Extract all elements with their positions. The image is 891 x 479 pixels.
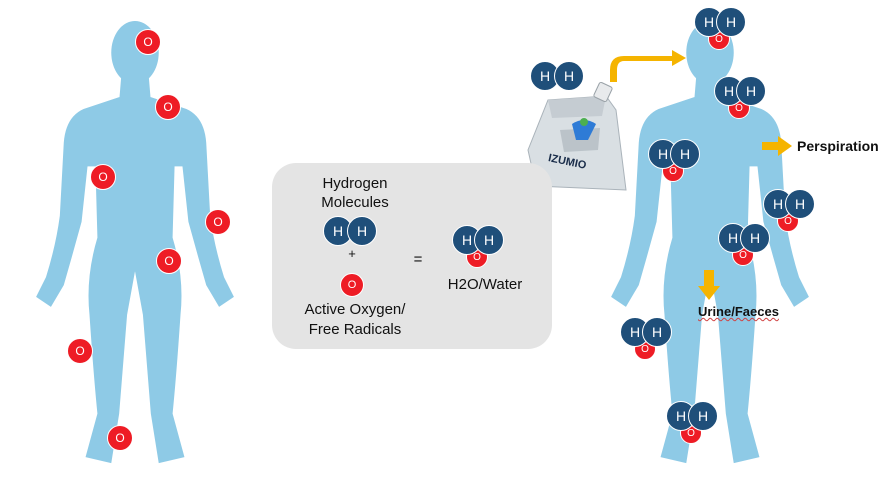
perspiration-label: Perspiration — [797, 138, 879, 154]
urine-label: Urine/Faeces — [698, 304, 779, 319]
hydrogen-label-line2: Molecules — [321, 194, 389, 211]
left-body-silhouette — [36, 20, 234, 464]
intake-arrow — [610, 50, 686, 82]
water-molecule-hydrogen-atom: H — [688, 401, 718, 431]
legend-hydrogen-molecule-hydrogen-atom: H — [347, 216, 377, 246]
water-molecule-hydrogen-atom: H — [642, 317, 672, 347]
water-molecule-hydrogen-atom: H — [736, 76, 766, 106]
legend-panel — [272, 163, 552, 349]
free-radical-oxygen-atom: O — [205, 209, 231, 235]
equals-sign: = — [413, 251, 423, 268]
free-hydrogen-molecule-hydrogen-atom: H — [554, 61, 584, 91]
free-radical-oxygen-atom: O — [90, 164, 116, 190]
free-radical-oxygen-atom: O — [135, 29, 161, 55]
oxygen-label: Active Oxygen/ Free Radicals — [290, 300, 420, 340]
free-radical-oxygen-atom: O — [156, 248, 182, 274]
legend-oxygen-atom: O — [340, 273, 364, 297]
water-molecule-hydrogen-atom: H — [740, 223, 770, 253]
free-hydrogen-molecule-hydrogen-atom: H — [530, 61, 560, 91]
plus-sign: + — [348, 246, 356, 261]
oxygen-label-line1: Active Oxygen/ — [304, 301, 406, 318]
free-radical-oxygen-atom: O — [107, 425, 133, 451]
perspiration-arrow — [762, 136, 792, 156]
oxygen-label-line2: Free Radicals — [308, 321, 402, 338]
izumio-pouch-image — [527, 81, 627, 191]
urine-arrow — [698, 270, 720, 300]
hydrogen-label-line1: Hydrogen — [322, 175, 388, 192]
legend-water-molecule-hydrogen-atom: H — [474, 225, 504, 255]
free-radical-oxygen-atom: O — [67, 338, 93, 364]
free-radical-oxygen-atom: O — [155, 94, 181, 120]
water-molecule-hydrogen-atom: H — [785, 189, 815, 219]
water-label: H2O/Water — [447, 276, 523, 293]
hydrogen-label: Hydrogen Molecules — [300, 174, 410, 212]
right-body-silhouette — [611, 20, 809, 464]
water-molecule-hydrogen-atom: H — [716, 7, 746, 37]
water-molecule-hydrogen-atom: H — [670, 139, 700, 169]
